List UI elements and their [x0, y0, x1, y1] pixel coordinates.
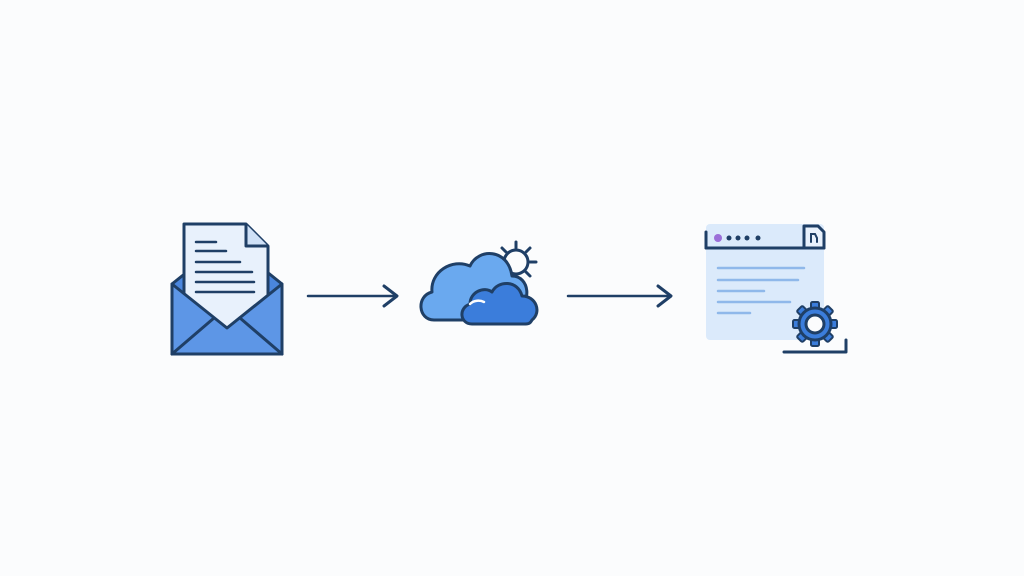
- email-node: [168, 220, 286, 360]
- arrow-right-icon: [304, 282, 404, 310]
- content-lines: [716, 266, 806, 315]
- cloud-node: [412, 236, 552, 332]
- open-envelope-with-document-icon: [170, 222, 284, 356]
- window-title-bar: [704, 224, 826, 250]
- app-node: [700, 218, 854, 358]
- arrow-right-icon: [564, 282, 678, 310]
- app-window-with-gear-icon: [704, 224, 848, 354]
- gear-icon: [792, 301, 838, 347]
- cloud-with-gear-icon: [419, 240, 539, 326]
